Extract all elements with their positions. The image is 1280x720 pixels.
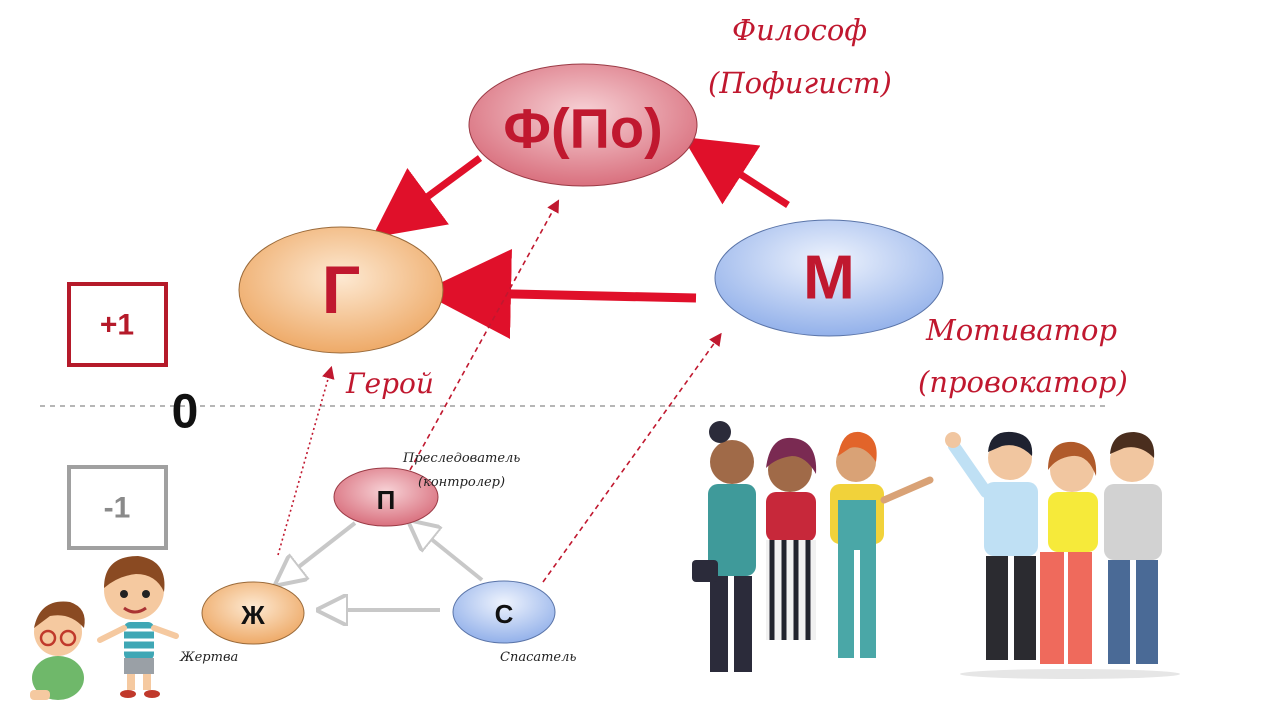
motivator-label: М — [803, 244, 855, 313]
philosopher-label: Ф(По) — [503, 97, 663, 160]
level-zero-label: 0 — [172, 386, 199, 439]
arrow-persecutor-to-victim — [287, 521, 357, 576]
level-minus-one-box: -1 — [67, 465, 168, 550]
hero-node: Г — [238, 226, 444, 354]
philosopher-caption-2: (Пофигист) — [708, 66, 892, 100]
arrow-victim-to-hero — [277, 365, 335, 556]
motivator-node: М — [714, 219, 944, 337]
level-minus-one-label: -1 — [104, 492, 131, 525]
children-illustration — [30, 556, 179, 700]
motivator-caption-1: Мотиватор — [925, 313, 1117, 347]
persecutor-label: П — [377, 485, 396, 515]
group-of-people-illustration — [692, 421, 1180, 679]
philosopher-caption-1: Философ — [732, 13, 867, 47]
arrow-rescuer-to-persecutor — [420, 530, 484, 582]
lower-triangle-arrows — [287, 521, 484, 610]
persecutor-caption-2: (контролер) — [418, 475, 505, 490]
rescuer-caption: Спасатель — [500, 650, 576, 665]
arrow-rescuer-to-motivator — [542, 332, 722, 583]
level-plus-one-label: +1 — [100, 309, 134, 342]
victim-label: Ж — [240, 600, 265, 630]
hero-label: Г — [322, 252, 361, 328]
victim-caption: Жертва — [179, 650, 238, 665]
arrow-persecutor-to-philosopher — [409, 199, 560, 471]
transition-arrows — [277, 199, 722, 583]
rescuer-label: С — [495, 599, 514, 629]
arrow-motivator-to-hero — [421, 248, 697, 339]
upper-triangle-arrows — [371, 137, 790, 339]
persecutor-node: П — [333, 467, 439, 527]
arrow-motivator-to-philosopher — [682, 137, 790, 208]
victim-node: Ж — [201, 581, 305, 645]
hero-caption: Герой — [345, 367, 434, 400]
motivator-caption-2: (провокатор) — [918, 365, 1128, 399]
rescuer-node: С — [452, 580, 556, 644]
persecutor-caption-1: Преследователь — [402, 451, 520, 466]
level-plus-one-box: +1 — [67, 282, 168, 367]
philosopher-node: Ф(По) — [468, 63, 698, 187]
arrow-philosopher-to-hero — [371, 155, 483, 238]
